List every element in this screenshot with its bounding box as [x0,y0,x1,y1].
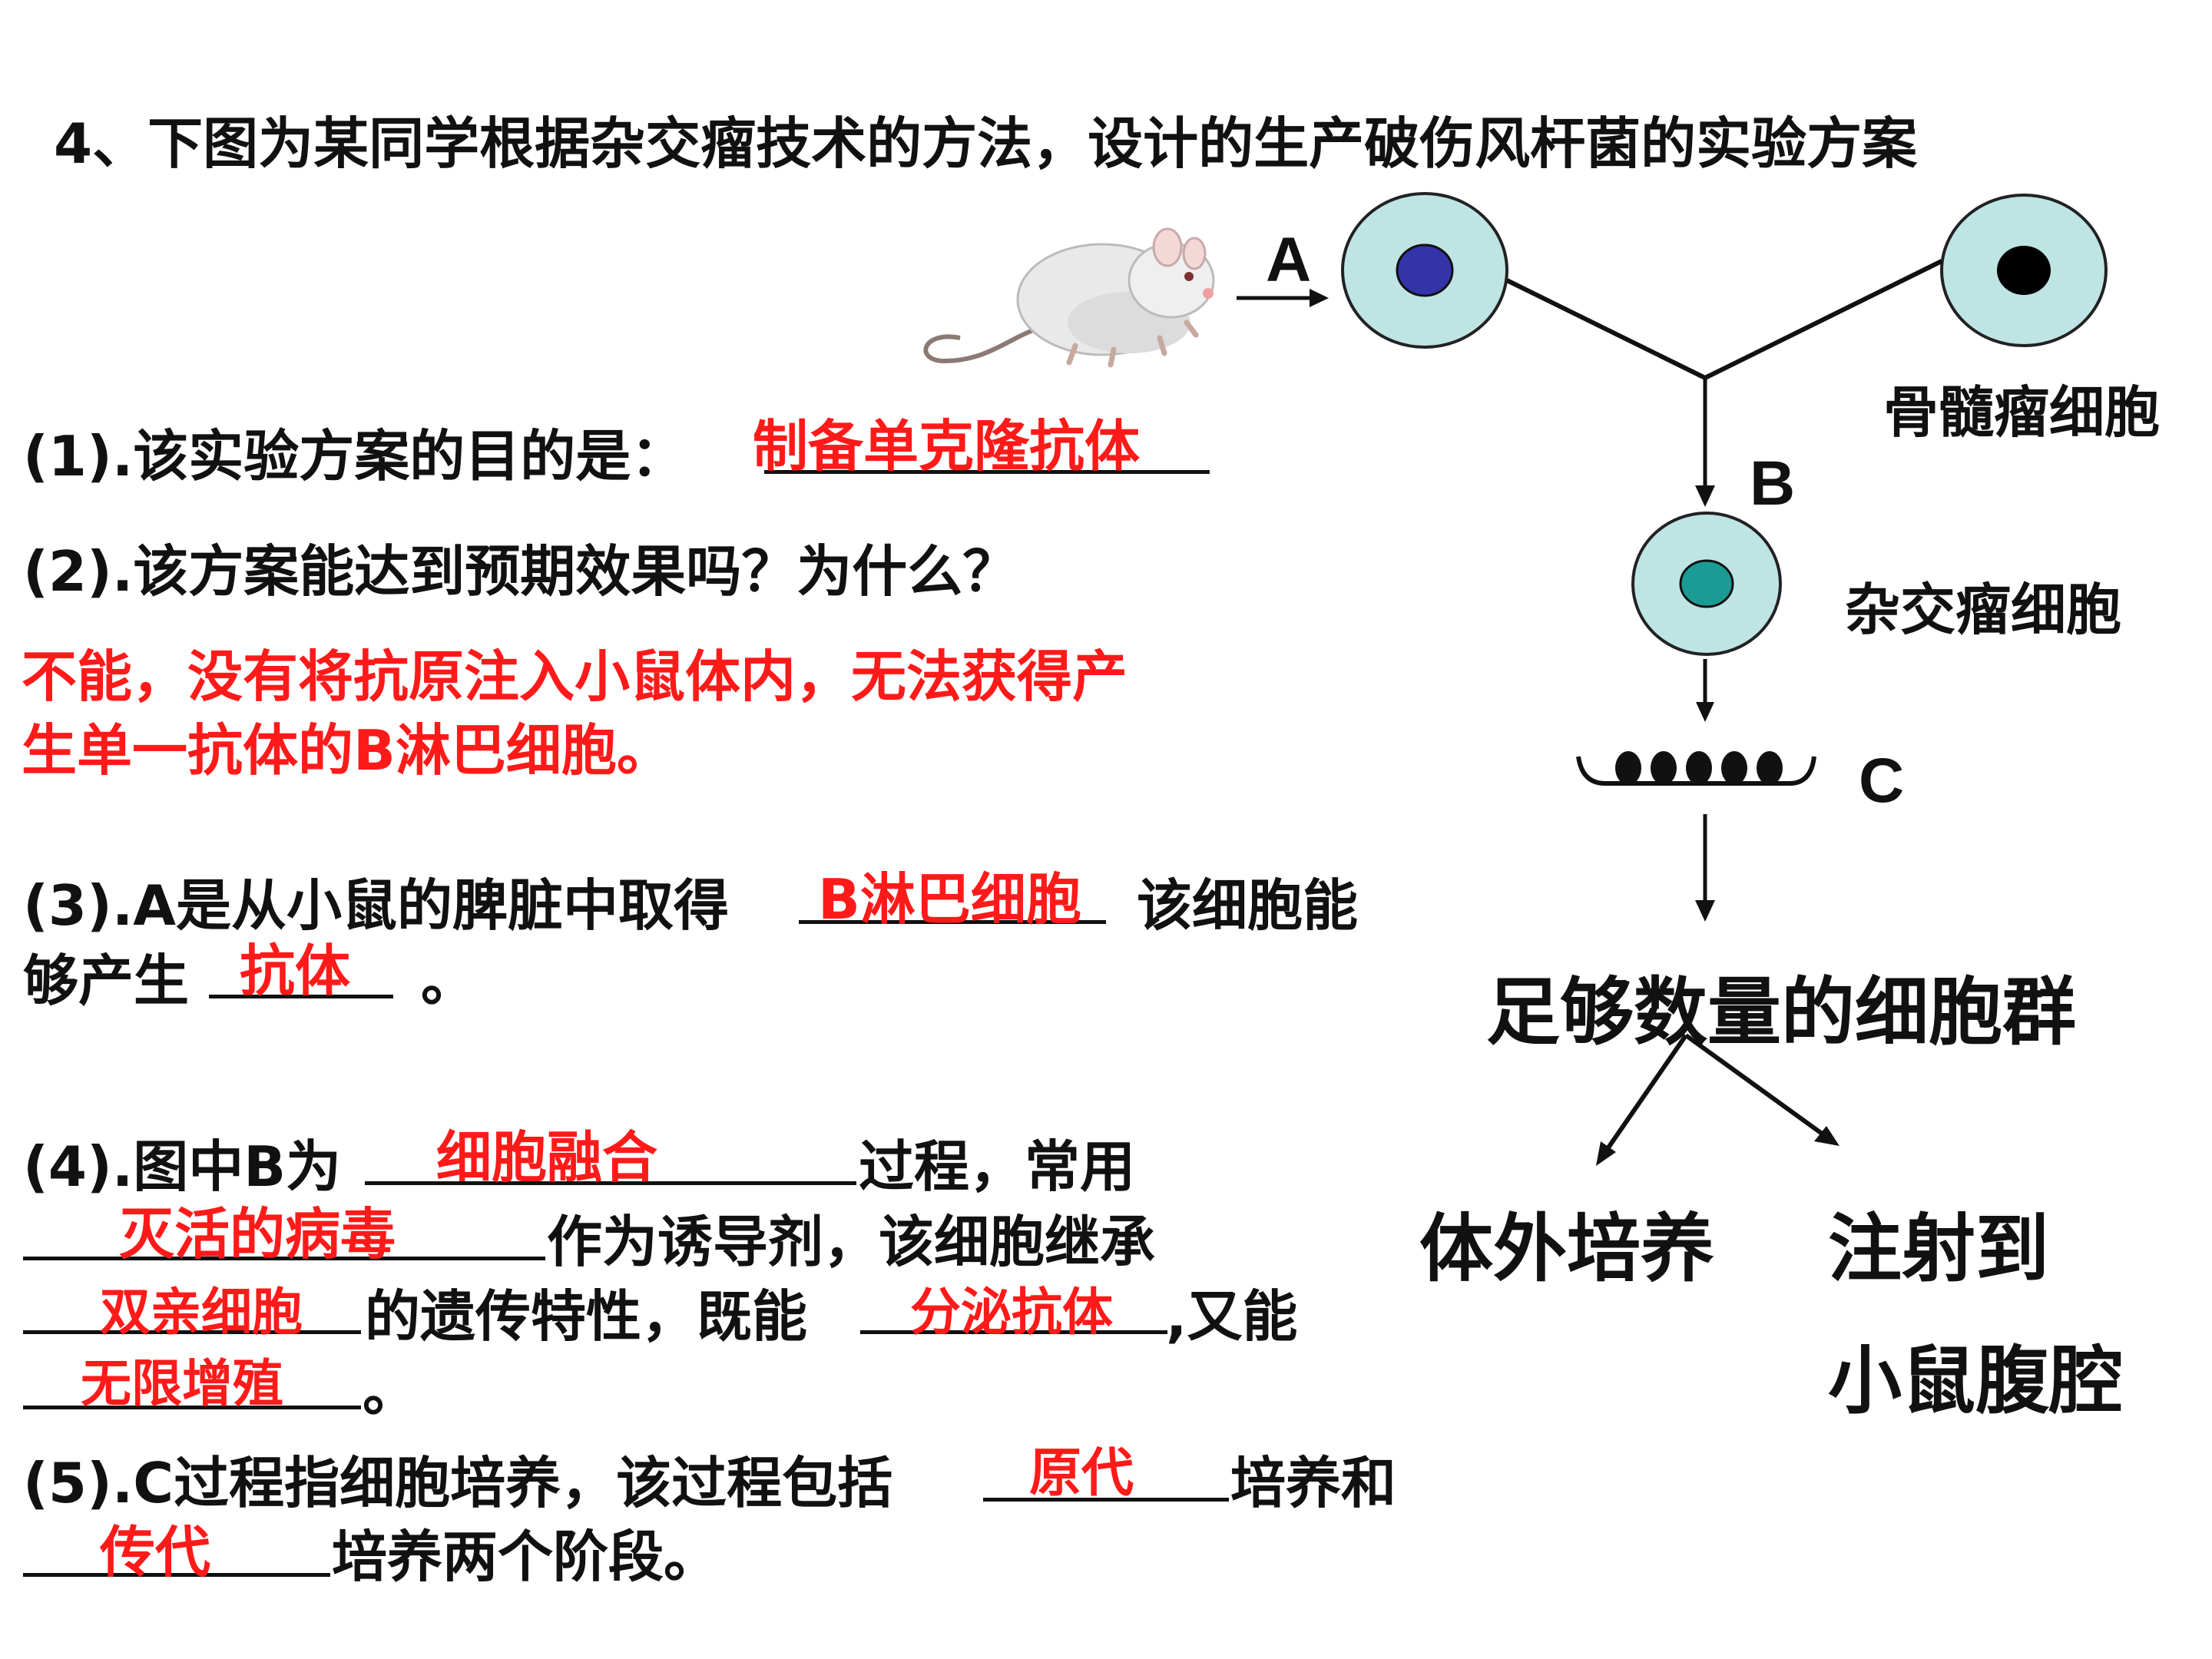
q5-answer1: 原代 [1029,1443,1134,1504]
in-vitro-label: 体外培养 [1419,1206,1714,1292]
mouse-icon [923,227,1215,368]
q4-blank1 [365,1181,856,1185]
label-b: B [1750,449,1796,518]
q3-part3: 够产生 [23,949,190,1013]
q3-part2: 该细胞能 [1137,873,1359,938]
q4-answer3: 双亲细胞 [100,1283,303,1342]
myeloma-nucleus [1997,246,2051,295]
q2-question: (2).该方案能达到预期效果吗？为什么？ [23,539,1018,604]
q3-answer1: B淋巴细胞 [818,867,1081,932]
myeloma-label: 骨髓瘤细胞 [1883,380,2161,445]
q5-part1: (5).C过程指细胞培养，该过程包括 [23,1451,893,1515]
q5-blank2 [23,1573,330,1577]
q4-answer2: 灭活的病毒 [119,1202,396,1267]
q2-answer-line2: 生单一抗体的B淋巴细胞。 [22,718,672,783]
q4-part2: 过程，常用 [859,1134,1136,1199]
q4-part4: 的遗传特性，既能 [365,1284,808,1349]
q4-blank5 [23,1406,361,1409]
page-title: 4、下图为某同学根据杂交瘤技术的方法，设计的生产破伤风杆菌的实验方案 [54,111,1918,176]
q5-part3: 培养两个阶段。 [332,1525,720,1589]
q3-part4: 。 [421,949,477,1013]
q4-blank3 [23,1330,361,1334]
hybridoma-label: 杂交瘤细胞 [1845,578,2122,642]
q5-blank1 [983,1498,1229,1502]
q4-part3: 作为诱导剂，该细胞继承 [547,1210,1156,1274]
q3-blank1 [799,920,1106,924]
q4-part1: (4).图中B为 [23,1134,342,1199]
q3-answer2: 抗体 [240,939,351,1003]
label-c: C [1859,746,1905,816]
inject-label-line1: 注射到 [1828,1206,2049,1292]
q5-part2: 培养和 [1230,1451,1397,1515]
cell-group-label: 足够数量的细胞群 [1486,969,2076,1055]
q3-part1: (3).A是从小鼠的脾脏中取得 [23,873,729,938]
cell-a-nucleus [1396,243,1454,297]
q4-answer1: 细胞融合 [436,1125,658,1190]
q1-answer: 制备单克隆抗体 [753,414,1141,478]
inject-label-line2: 小鼠腹腔 [1828,1338,2123,1424]
q2-answer-line1: 不能，没有将抗原注入小鼠体内，无法获得产 [22,644,1128,709]
label-a: A [1266,225,1312,295]
q1-blank [764,470,1210,474]
q5-answer2: 传代 [100,1520,211,1584]
q4-part5: ,又能 [1166,1284,1298,1349]
q4-blank2 [23,1257,545,1260]
q4-blank4 [860,1330,1167,1334]
q1-prefix: (1).该实验方案的目的是： [23,424,687,488]
q3-blank2 [209,995,393,998]
hybridoma-nucleus [1679,559,1734,608]
cultured-cells [1615,751,1783,785]
q4-part6: 。 [363,1359,419,1423]
q4-answer5: 无限增殖 [81,1354,283,1413]
q4-answer4: 分泌抗体 [910,1283,1113,1342]
